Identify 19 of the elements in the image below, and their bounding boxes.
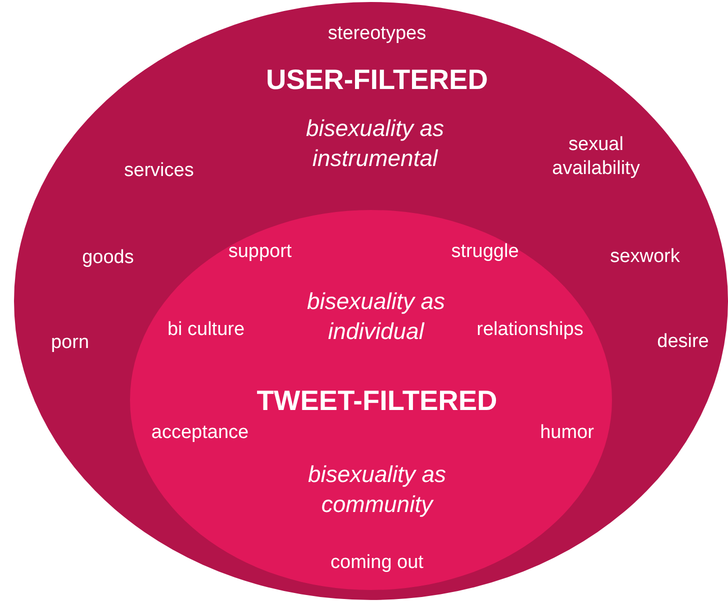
topic-word: porn	[50, 331, 90, 355]
topic-word: desire	[656, 330, 710, 354]
topic-word: struggle	[450, 240, 520, 264]
topic-word: goods	[81, 246, 135, 270]
theme-text: bisexuality as individual	[306, 287, 446, 346]
topic-word: bi culture	[166, 318, 246, 342]
topic-word: relationships	[476, 318, 584, 342]
group-heading: TWEET-FILTERED	[256, 384, 498, 418]
topic-word: coming out	[330, 551, 424, 575]
topic-word: stereotypes	[326, 22, 428, 46]
topic-word: sexual availability	[551, 133, 641, 181]
topic-word: humor	[539, 421, 595, 445]
topic-word: sexwork	[609, 245, 681, 269]
topic-word: support	[227, 240, 293, 264]
topic-word: acceptance	[150, 421, 250, 445]
topic-word: services	[123, 159, 195, 183]
theme-text: bisexuality as instrumental	[304, 114, 446, 173]
group-heading: USER-FILTERED	[265, 63, 489, 97]
theme-text: bisexuality as community	[306, 460, 448, 519]
